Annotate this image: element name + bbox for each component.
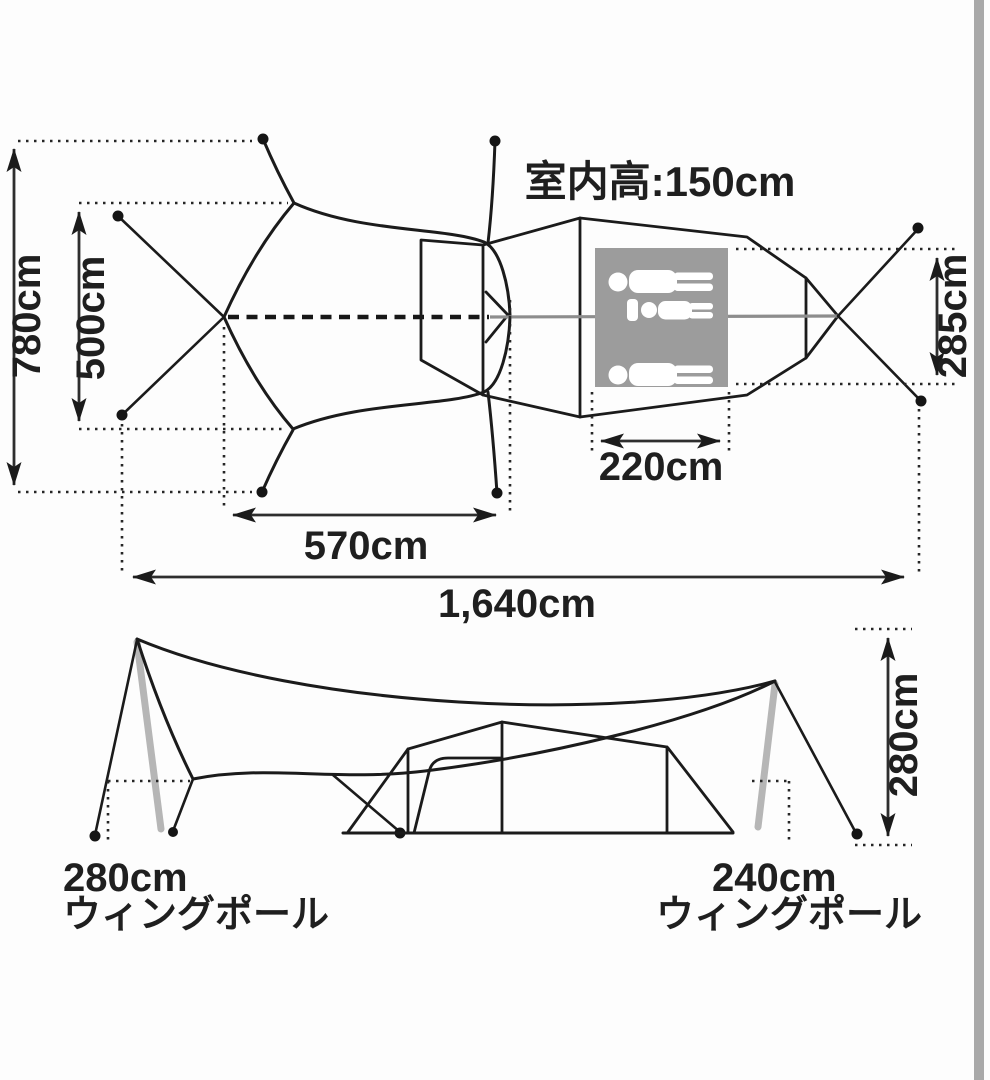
dim-1640-label: 1,640cm: [438, 582, 596, 626]
person-icon: [608, 270, 713, 293]
right-pole-name-label: ウィングポール: [656, 894, 922, 936]
person-icon: [608, 363, 713, 386]
left-pole-name-label: ウィングポール: [63, 894, 329, 936]
stake-dot: [112, 210, 124, 222]
left-pole-size-label: 280cm: [63, 856, 188, 900]
stake-dot: [168, 827, 178, 837]
wing-pole-left: [133, 638, 165, 833]
dim-500-label: 500cm: [69, 256, 113, 381]
dimension-280: 280cm: [855, 627, 926, 847]
dimension-220: 220cm: [590, 392, 731, 489]
tarp-top-view: [112, 133, 512, 499]
dim-780-label: 780cm: [5, 254, 49, 379]
dimension-500: 500cm: [69, 201, 288, 431]
dim-220-label: 220cm: [599, 445, 724, 489]
stake-dot: [257, 133, 269, 145]
stake-dot: [489, 135, 501, 147]
dim-280-label: 280cm: [882, 673, 926, 798]
stake-dot: [912, 222, 924, 234]
person-icon-child: [627, 299, 713, 321]
tent-side-view: [341, 720, 735, 835]
stake-dot: [491, 487, 503, 499]
right-pole-size-label: 240cm: [712, 856, 837, 900]
tent-door-line: [412, 756, 504, 835]
stake-dot: [256, 486, 268, 498]
dimension-780: 780cm: [5, 139, 252, 494]
stake-dot: [89, 830, 101, 842]
tarp-stake-dots: [112, 133, 503, 499]
scrollbar[interactable]: [974, 0, 984, 1080]
dim-285-label: 285cm: [931, 254, 975, 379]
stake-dot: [851, 828, 863, 840]
dimension-570: 570cm: [222, 300, 512, 568]
wing-pole-right: [754, 680, 779, 831]
stake-dot: [915, 395, 927, 407]
tarp-stake-dots-side: [89, 827, 863, 842]
dimension-1640: 1,640cm: [120, 409, 921, 626]
tent-top-view: [419, 216, 927, 419]
left-pole-label: 280cm ウィングポール: [63, 856, 329, 936]
interior-height-label: 室内高:150cm: [525, 158, 796, 205]
right-pole-label: 240cm ウィングポール: [656, 856, 922, 936]
dimension-285: 285cm: [736, 247, 975, 386]
dim-570-label: 570cm: [304, 524, 429, 568]
tarp-side-view: [89, 637, 863, 842]
stake-dot: [116, 409, 128, 421]
